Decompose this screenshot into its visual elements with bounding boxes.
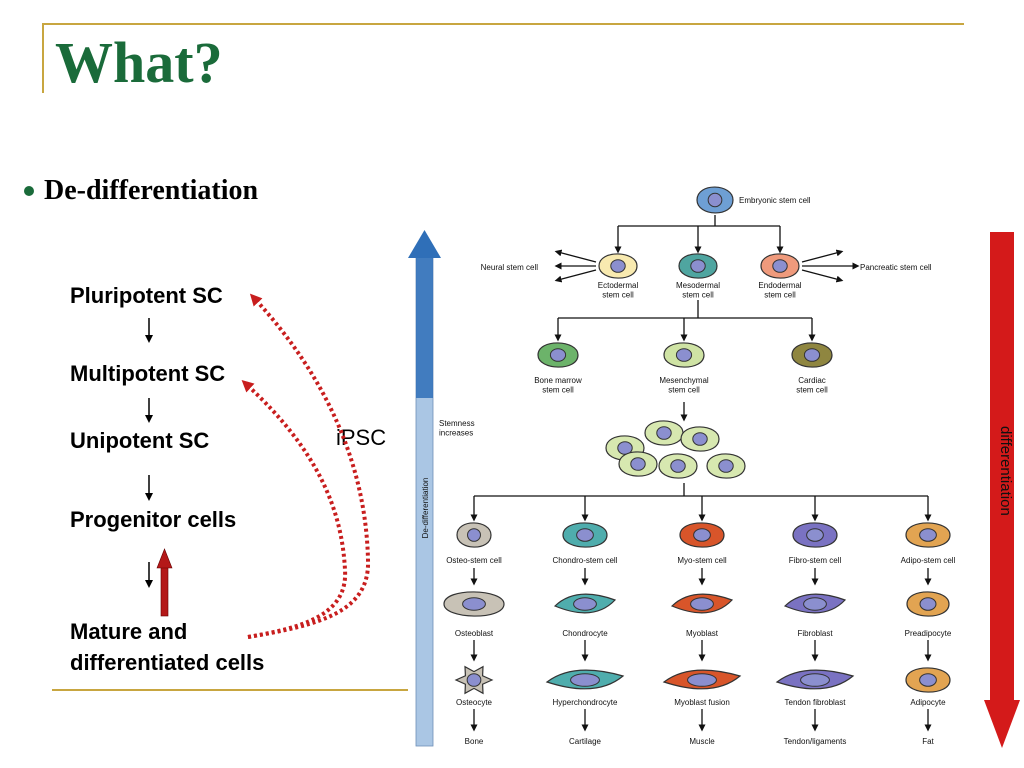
- lineage-late-cell: [545, 669, 625, 690]
- mesoderm-branch-cell: [537, 342, 579, 368]
- lineage-stage-label: Osteocyte: [456, 698, 493, 707]
- slide-title: What?: [55, 30, 223, 95]
- reprogramming-curve-to-pluripotent: [247, 293, 371, 639]
- mesoderm-branch-label: Mesenchymal: [659, 376, 709, 385]
- lineage-stage-label: Myoblast: [686, 629, 719, 638]
- lineage-stem-cell: [792, 522, 838, 548]
- bullet-icon: [24, 186, 34, 196]
- lineage-stage-label: Fat: [922, 737, 934, 746]
- neural-stem-cell-label: Neural stem cell: [481, 263, 539, 272]
- mesoderm-branch-cell: [663, 342, 705, 368]
- lineage-stage-label: Muscle: [689, 737, 715, 746]
- mesoderm-branch-label: stem cell: [796, 386, 828, 395]
- germ-layer-label: stem cell: [764, 291, 796, 300]
- lineage-stage-label: Hyperchondrocyte: [553, 698, 618, 707]
- lineage-late-cell: [662, 669, 742, 690]
- lineage-stage-label: Osteoblast: [455, 629, 494, 638]
- lineage-stem-cell: [562, 522, 608, 548]
- mesoderm-branch-cell: [791, 342, 833, 368]
- pancreatic-stem-cell-label: Pancreatic stem cell: [860, 263, 932, 272]
- lineage-stage-label: Myo-stem cell: [677, 556, 727, 565]
- lineage-stage-label: Tendon/ligaments: [784, 737, 847, 746]
- lineage-stage-label: Fibroblast: [797, 629, 833, 638]
- lineage-mid-cell: [670, 593, 734, 614]
- mesenchymal-cluster-cell: [680, 426, 720, 452]
- lineage-stem-cell: [679, 522, 725, 548]
- stage-unipotent: Unipotent SC: [70, 428, 210, 453]
- lineage-mid-cell: [443, 591, 505, 617]
- mesenchymal-cluster-cell: [658, 453, 698, 479]
- mesenchymal-cluster-cell: [644, 420, 684, 446]
- lineage-stage-label: Osteo-stem cell: [446, 556, 502, 565]
- germ-layer-label: stem cell: [602, 291, 634, 300]
- stage-multipotent: Multipotent SC: [70, 361, 226, 386]
- red-up-arrow-icon: [160, 565, 169, 617]
- stemness-note: increases: [439, 429, 473, 438]
- bullet-heading: De-differentiation: [44, 175, 259, 206]
- lineage-stage-label: Chondro-stem cell: [553, 556, 618, 565]
- stage-pluripotent: Pluripotent SC: [70, 283, 223, 308]
- lineage-stage-label: Myoblast fusion: [674, 698, 730, 707]
- lineage-stem-cell: [905, 522, 951, 548]
- germ-layer-label: Endodermal: [758, 281, 801, 290]
- germ-layer-cell: [598, 253, 638, 279]
- mesoderm-branch-label: stem cell: [542, 386, 574, 395]
- mesoderm-branch-label: Bone marrow: [534, 376, 582, 385]
- stemness-note: Stemness: [439, 419, 475, 428]
- lineage-stage-label: Adipocyte: [910, 698, 946, 707]
- differentiation-label: differentiation: [997, 426, 1014, 516]
- embryonic-stem-cell-label: Embryonic stem cell: [739, 196, 811, 205]
- lineage-stage-label: Preadipocyte: [905, 629, 952, 638]
- mesenchymal-cluster-cell: [706, 453, 746, 479]
- mesenchymal-cluster-cell: [618, 451, 658, 477]
- mesoderm-branch-label: stem cell: [668, 386, 700, 395]
- hierarchy-arrows: [145, 293, 371, 639]
- title-rule: [44, 23, 964, 25]
- title-side-rule: [42, 23, 44, 93]
- reprogramming-curve-to-multipotent: [241, 379, 348, 639]
- mesoderm-branch-label: Cardiac: [798, 376, 826, 385]
- germ-layer-label: Ectodermal: [598, 281, 639, 290]
- lineage-late-cell: [905, 667, 951, 693]
- lineage-late-cell: [454, 665, 494, 695]
- lineage-stage-label: Fibro-stem cell: [789, 556, 842, 565]
- lineage-stage-label: Chondrocyte: [562, 629, 608, 638]
- lineage-mid-cell: [906, 591, 950, 617]
- germ-layer-label: stem cell: [682, 291, 714, 300]
- lineage-mid-cell: [783, 593, 847, 614]
- lineage-stage-label: Tendon fibroblast: [785, 698, 847, 707]
- lineage-stage-label: Bone: [465, 737, 484, 746]
- stage-mature-line-2: differentiated cells: [70, 650, 265, 675]
- lineage-stem-cell: [456, 522, 492, 548]
- stage-progenitor: Progenitor cells: [70, 507, 237, 532]
- differentiation-arrow: [984, 232, 1020, 748]
- lineage-late-cell: [775, 669, 855, 690]
- lineage-stage-label: Adipo-stem cell: [901, 556, 956, 565]
- embryonic-stem-cell: [696, 186, 734, 214]
- germ-layer-cell: [678, 253, 718, 279]
- dedifferentiation-axis-label: De-differentiation: [421, 478, 430, 539]
- stage-mature-line-1: Mature and: [70, 619, 188, 644]
- germ-layer-label: Mesodermal: [676, 281, 720, 290]
- germ-layer-cell: [760, 253, 800, 279]
- dedifferentiation-arrow-head: [408, 230, 441, 258]
- lineage-stage-label: Cartilage: [569, 737, 602, 746]
- lineage-mid-cell: [553, 593, 617, 614]
